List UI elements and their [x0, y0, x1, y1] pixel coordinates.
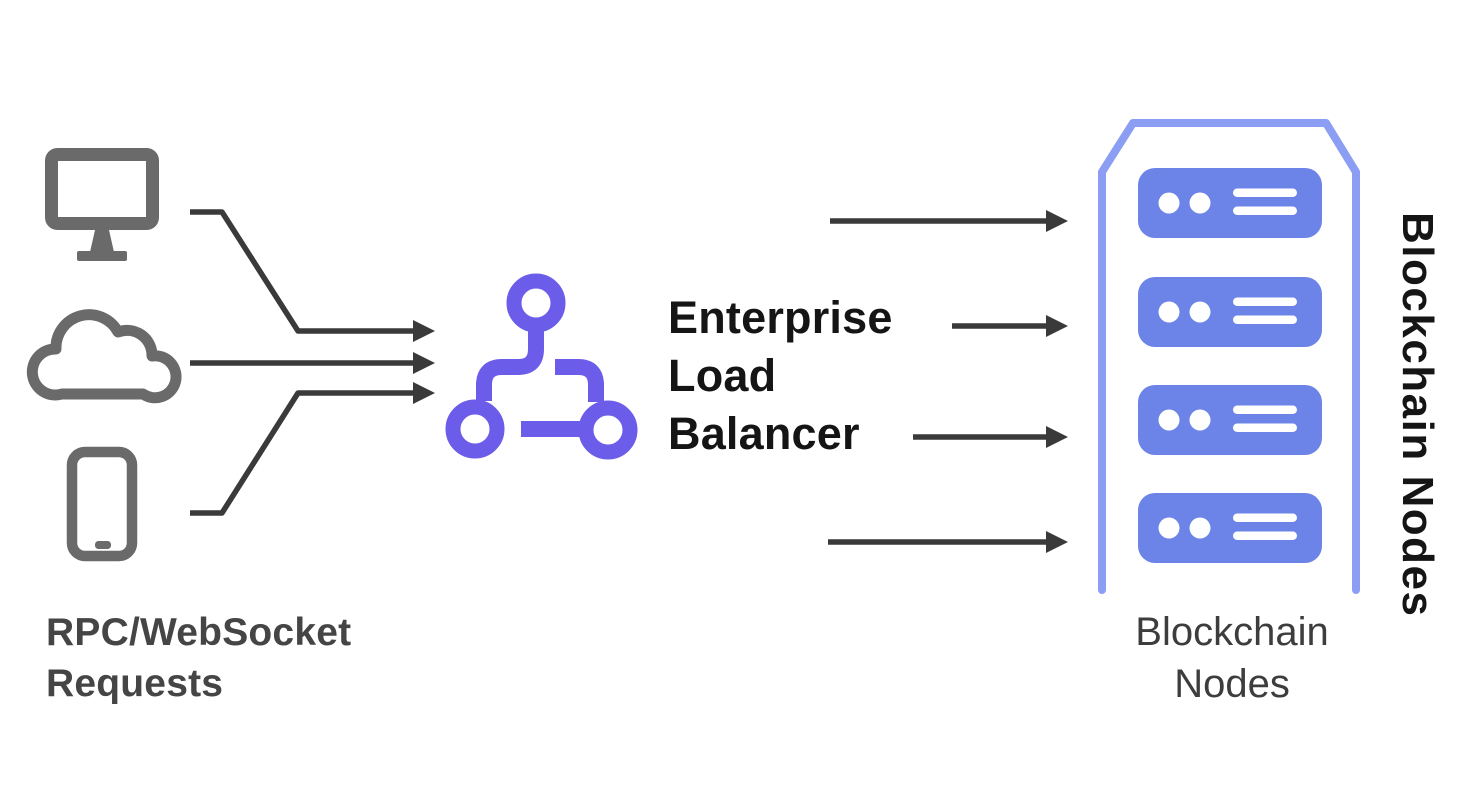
arrow-desktop-to-balancer: [190, 209, 435, 342]
client-to-balancer-arrows: [190, 209, 435, 516]
smartphone-icon: [66, 446, 138, 562]
arrow-balancer-to-node-2: [952, 315, 1068, 337]
rpc-websocket-requests-label: RPC/WebSocket Requests: [46, 611, 352, 705]
blockchain-node-server: [1138, 385, 1322, 455]
arrow-balancer-to-node-3: [913, 426, 1068, 448]
blockchain-node-server: [1138, 493, 1322, 563]
enterprise-load-balancer-label: Enterprise Load Balancer: [668, 292, 893, 459]
server-stack: [1138, 168, 1322, 563]
desktop-computer-icon: [45, 148, 159, 261]
arrow-cloud-to-balancer: [190, 352, 435, 374]
arrow-balancer-to-node-4: [828, 531, 1068, 553]
cloud-icon: [26, 309, 182, 404]
arrow-balancer-to-node-1: [830, 210, 1068, 232]
load-balancer-icon: [445, 273, 638, 460]
blockchain-node-server: [1138, 277, 1322, 347]
blockchain-nodes-bottom-label: Blockchain Nodes: [1135, 610, 1329, 706]
node-tower-outline: [1098, 119, 1360, 594]
blockchain-nodes-side-label: Blockchain Nodes: [1393, 212, 1442, 618]
arrow-phone-to-balancer: [190, 382, 435, 516]
blockchain-node-server: [1138, 168, 1322, 238]
balancer-to-node-arrows: [828, 210, 1068, 553]
